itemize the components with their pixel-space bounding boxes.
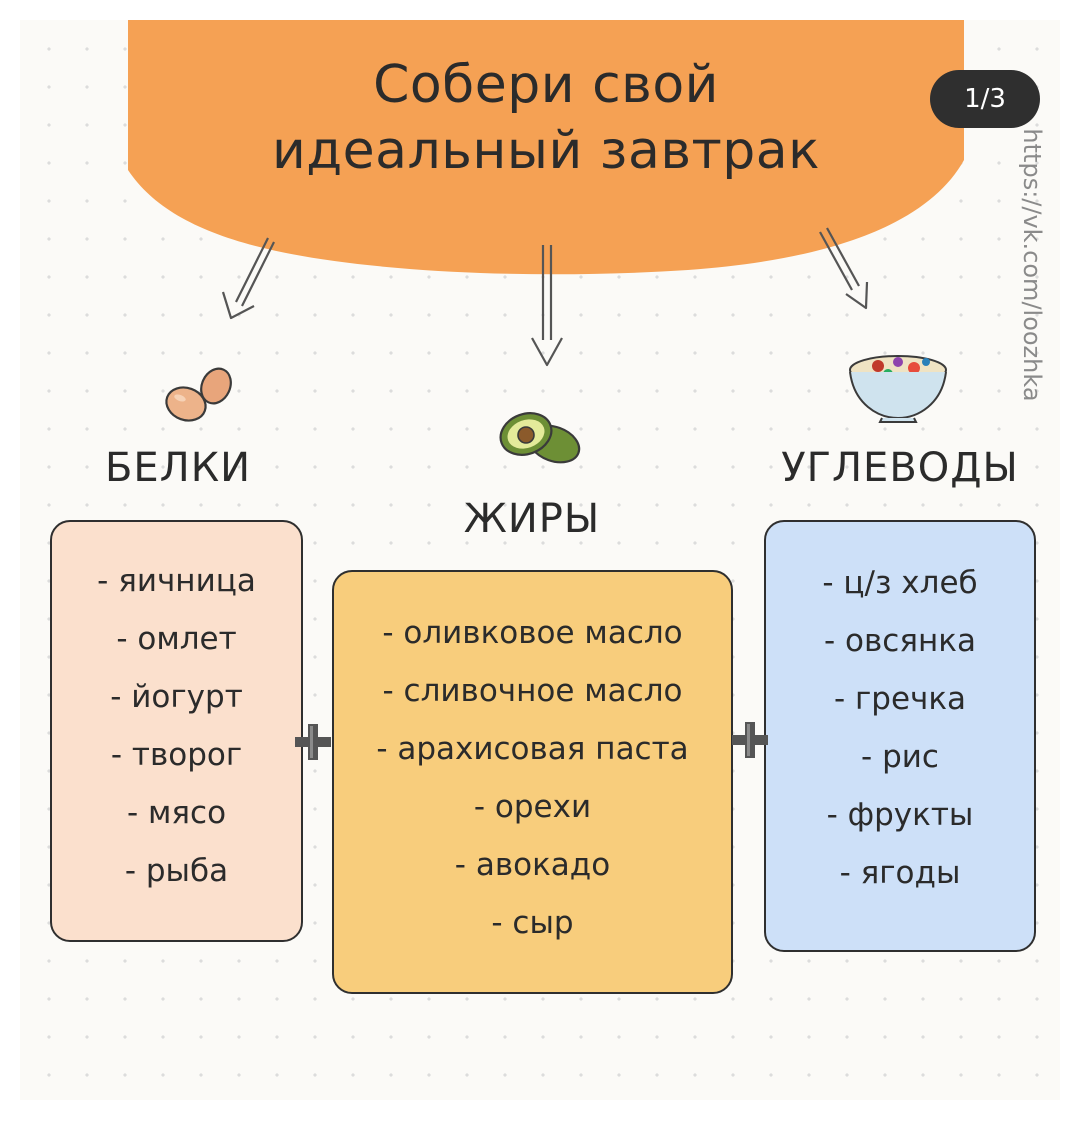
proteins-heading: БЕЛКИ <box>104 445 252 491</box>
list-item: - творог <box>110 737 243 773</box>
list-item: - мясо <box>126 795 227 831</box>
title-line-2: идеальный завтрак <box>271 121 821 181</box>
proteins-list: - яичница - омлет - йогурт - творог - мя… <box>52 552 301 900</box>
list-item: - фрукты <box>826 797 974 833</box>
list-item: - йогурт <box>110 679 243 715</box>
plus-icon-right <box>732 722 768 758</box>
page-title: Собери свой идеальный завтрак <box>128 52 964 184</box>
carbs-heading: УГЛЕВОДЫ <box>781 445 1019 491</box>
list-item: - овсянка <box>824 623 976 659</box>
avocado-icon <box>499 412 581 464</box>
title-banner: Собери свой идеальный завтрак <box>128 20 964 275</box>
list-item: - сыр <box>491 905 574 941</box>
eggs-icon <box>165 367 232 422</box>
infographic-card: Собери свой идеальный завтрак 1/3 https:… <box>20 20 1060 1100</box>
list-item: - рис <box>861 739 939 775</box>
fats-heading: ЖИРЫ <box>463 496 601 542</box>
title-line-1: Собери свой <box>373 55 719 115</box>
list-item: - оливковое масло <box>382 615 683 651</box>
plus-icon-left <box>295 724 331 760</box>
fats-list: - оливковое масло - сливочное масло - ар… <box>334 604 731 952</box>
list-item: - яичница <box>97 563 256 599</box>
list-item: - омлет <box>116 621 237 657</box>
list-item: - рыба <box>124 853 229 889</box>
fats-list-box: - оливковое масло - сливочное масло - ар… <box>332 570 733 994</box>
arrow-right-icon <box>819 227 869 310</box>
list-item: - сливочное масло <box>382 673 683 709</box>
page-counter-badge[interactable]: 1/3 <box>930 70 1040 128</box>
list-item: - ц/з хлеб <box>822 565 978 601</box>
list-item: - авокадо <box>454 847 611 883</box>
carbs-list-box: - ц/з хлеб - овсянка - гречка - рис - фр… <box>764 520 1036 952</box>
carbs-list: - ц/з хлеб - овсянка - гречка - рис - фр… <box>766 554 1034 902</box>
arrow-left-icon <box>221 237 275 320</box>
proteins-list-box: - яичница - омлет - йогурт - творог - мя… <box>50 520 303 942</box>
list-item: - гречка <box>833 681 967 717</box>
list-item: - ягоды <box>839 855 961 891</box>
list-item: - арахисовая паста <box>376 731 689 767</box>
arrows-group <box>221 227 869 367</box>
title-banner-shape <box>128 20 964 275</box>
arrow-center-icon <box>531 245 563 367</box>
list-item: - орехи <box>473 789 592 825</box>
oatmeal-bowl-icon <box>849 355 947 423</box>
